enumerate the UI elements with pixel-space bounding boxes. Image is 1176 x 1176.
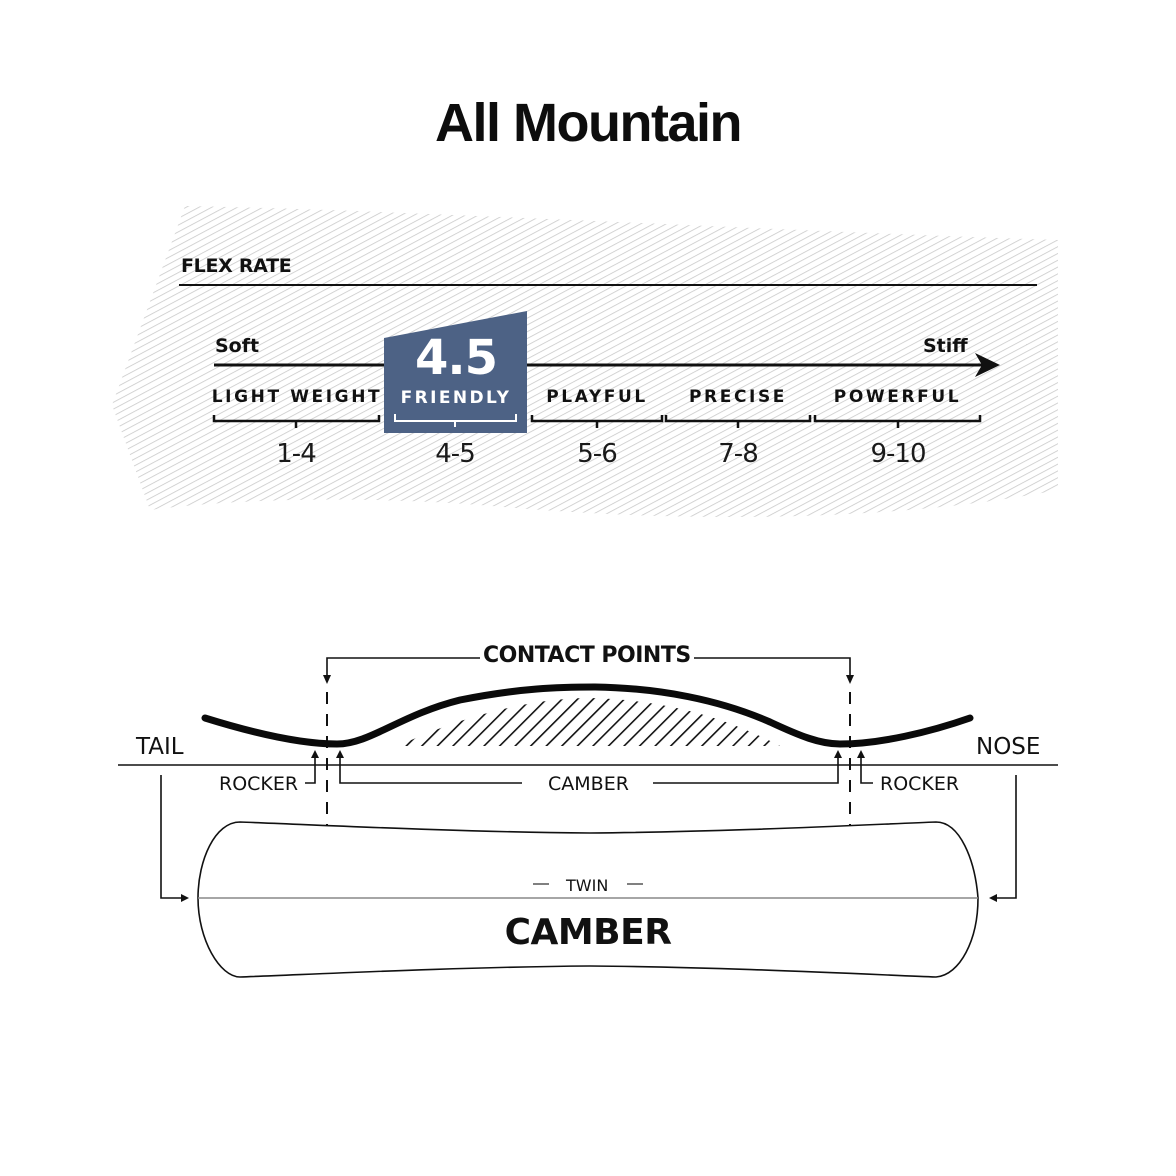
selected-flex-value: 4.5 <box>414 330 498 386</box>
range-playful: 5-6 <box>577 439 617 469</box>
nose-label: NOSE <box>976 734 1041 760</box>
category-precise: PRECISE <box>688 387 788 407</box>
category-powerful: POWERFUL <box>833 387 962 407</box>
page-title: All Mountain <box>435 93 742 153</box>
board-outline <box>197 821 979 978</box>
rocker-left-label: ROCKER <box>219 773 299 795</box>
selected-flex-label: FRIENDLY <box>400 388 512 408</box>
arrow-down-icon <box>846 675 854 684</box>
selected-flex-badge <box>384 311 527 433</box>
arrowhead-icon <box>975 353 1000 377</box>
rocker-right-label: ROCKER <box>880 773 960 795</box>
tail-label: TAIL <box>136 734 184 760</box>
camber-zone-label: CAMBER <box>548 773 629 795</box>
contact-points-label: CONTACT POINTS <box>480 643 694 668</box>
stiff-label: Stiff <box>923 335 968 357</box>
arrow-down-icon <box>323 675 331 684</box>
hatched-background-band <box>112 206 1058 517</box>
camber-hatch-area <box>398 698 780 746</box>
range-precise: 7-8 <box>718 439 758 469</box>
range-light-weight: 1-4 <box>276 439 316 469</box>
board-shape-label: TWIN <box>566 876 609 895</box>
range-powerful: 9-10 <box>870 439 926 469</box>
soft-label: Soft <box>215 335 260 357</box>
flex-rate-heading: FLEX RATE <box>181 255 292 277</box>
board-profile-curve <box>201 683 974 748</box>
category-playful: PLAYFUL <box>546 387 648 407</box>
range-brackets <box>212 415 982 428</box>
range-friendly: 4-5 <box>435 439 475 469</box>
category-light-weight: LIGHT WEIGHT <box>211 387 383 407</box>
board-profile-type: CAMBER <box>504 912 672 953</box>
